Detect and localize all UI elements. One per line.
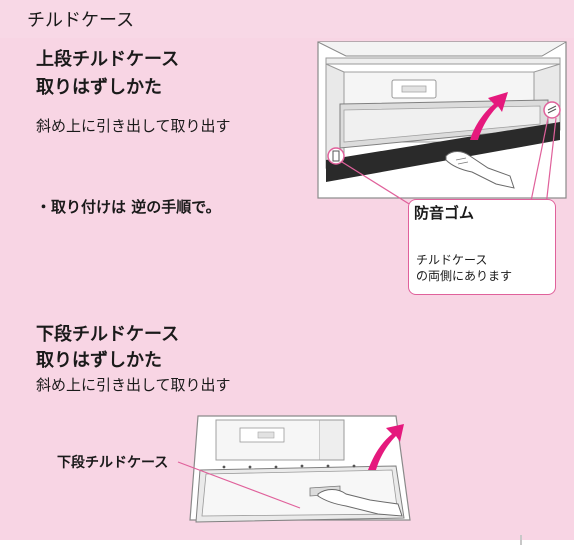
upper-chilled-case-illustration [317,41,567,213]
bumper-location-note: チルドケース の両側にあります [416,253,513,283]
lower-instruction: 斜め上に引き出して取り出す [36,376,231,394]
section-title: チルドケース [27,10,135,31]
reattach-note: ・取り付けは 逆の手順で。 [36,198,221,216]
hand-icon [317,489,403,517]
bumper-callout [408,199,556,295]
upper-subtitle: 取りはずしかた [36,77,162,98]
upper-instruction: 斜め上に引き出して取り出す [36,117,231,135]
page-mark [520,535,522,545]
lower-title: 下段チルドケース [36,324,180,345]
lower-subtitle: 取りはずしかた [36,350,162,371]
hand-icon [445,151,515,189]
upper-title: 上段チルドケース [36,49,180,70]
lower-case-label: 下段チルドケース [57,455,169,471]
bumper-label: 防音ゴム [414,204,475,222]
upward-arrow-icon [470,92,508,140]
upward-arrow-icon [368,424,404,470]
header-band [0,0,574,38]
